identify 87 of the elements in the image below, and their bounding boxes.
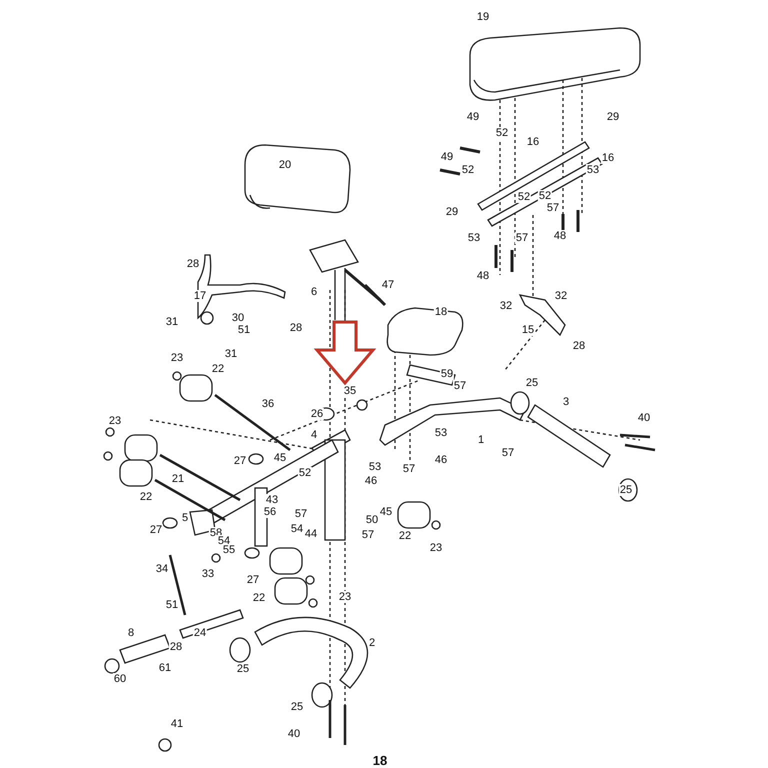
callout-number: 1 [476,434,486,446]
callout-number: 48 [476,270,490,282]
callout-number: 57 [514,232,530,244]
callout-number: 46 [434,454,448,466]
callout-number: 22 [252,592,266,604]
callout-number: 55 [222,544,236,556]
callout-number: 52 [460,164,476,176]
callout-number: 31 [224,348,238,360]
callout-number: 56 [262,506,278,518]
callout-number: 5 [180,512,190,524]
callout-number: 44 [304,528,318,540]
page-number: 18 [372,755,388,767]
callout-number: 22 [138,491,154,503]
callout-number: 16 [526,136,540,148]
callout-number: 53 [466,232,482,244]
callout-number: 27 [148,524,164,536]
callout-number: 57 [452,380,468,392]
callout-number: 28 [186,258,200,270]
callout-number: 25 [618,484,634,496]
callout-number: 31 [164,316,180,328]
callout-number: 40 [286,728,302,740]
callout-number: 24 [192,627,208,639]
callout-number: 47 [380,279,396,291]
callout-number: 51 [236,324,252,336]
callout-number: 30 [230,312,246,324]
callout-number: 46 [364,475,378,487]
callout-number: 57 [294,508,308,520]
callout-number: 54 [290,523,304,535]
callout-number: 49 [440,151,454,163]
callout-number: 29 [606,111,620,123]
callout-number: 52 [516,191,532,203]
callout-number: 51 [164,599,180,611]
callout-number: 2 [368,637,376,649]
callout-number: 49 [466,111,480,123]
callout-number: 8 [126,627,136,639]
callout-number: 32 [498,300,514,312]
callout-number: 23 [108,415,122,427]
callout-number: 25 [290,701,304,713]
callout-number: 23 [170,352,184,364]
callout-number: 22 [210,363,226,375]
callout-number: 20 [278,159,292,171]
callout-number: 34 [154,563,170,575]
callout-number: 40 [636,412,652,424]
callout-number: 45 [378,506,394,518]
callout-number: 53 [586,164,600,176]
callout-number: 28 [168,641,184,653]
callout-number: 23 [338,591,352,603]
callout-number: 27 [232,455,248,467]
callout-number: 29 [444,206,460,218]
callout-number: 57 [500,447,516,459]
callout-number: 48 [552,230,568,242]
callout-number: 41 [170,718,184,730]
callout-number: 23 [428,542,444,554]
callout-number: 36 [260,398,276,410]
callout-number: 17 [192,290,208,302]
callout-number: 15 [520,324,536,336]
callout-number: 18 [434,306,448,318]
callout-number: 60 [112,673,128,685]
callout-number: 33 [200,568,216,580]
callout-number: 19 [476,11,490,23]
callout-number: 57 [546,202,560,214]
callout-number: 21 [170,473,186,485]
callout-number: 28 [288,322,304,334]
callout-number: 57 [402,463,416,475]
callout-number: 16 [600,152,616,164]
callout-number: 45 [272,452,288,464]
callout-number: 53 [434,427,448,439]
callout-number: 26 [310,408,324,420]
callout-number: 52 [538,190,552,202]
callout-number: 4 [310,429,318,441]
callout-number: 22 [398,530,412,542]
callout-number: 50 [364,514,380,526]
callout-number: 53 [368,461,382,473]
callout-number: 43 [264,494,280,506]
callout-number: 52 [298,467,312,479]
callout-number: 6 [310,286,318,298]
callout-number: 59 [440,368,454,380]
callout-number: 61 [158,662,172,674]
callout-number: 32 [554,290,568,302]
callout-number: 25 [236,663,250,675]
callout-number: 52 [494,127,510,139]
callout-number: 25 [524,377,540,389]
callout-number: 28 [572,340,586,352]
callout-number: 3 [562,396,570,408]
callout-number: 57 [360,529,376,541]
callout-number: 35 [342,385,358,397]
callout-number: 27 [246,574,260,586]
